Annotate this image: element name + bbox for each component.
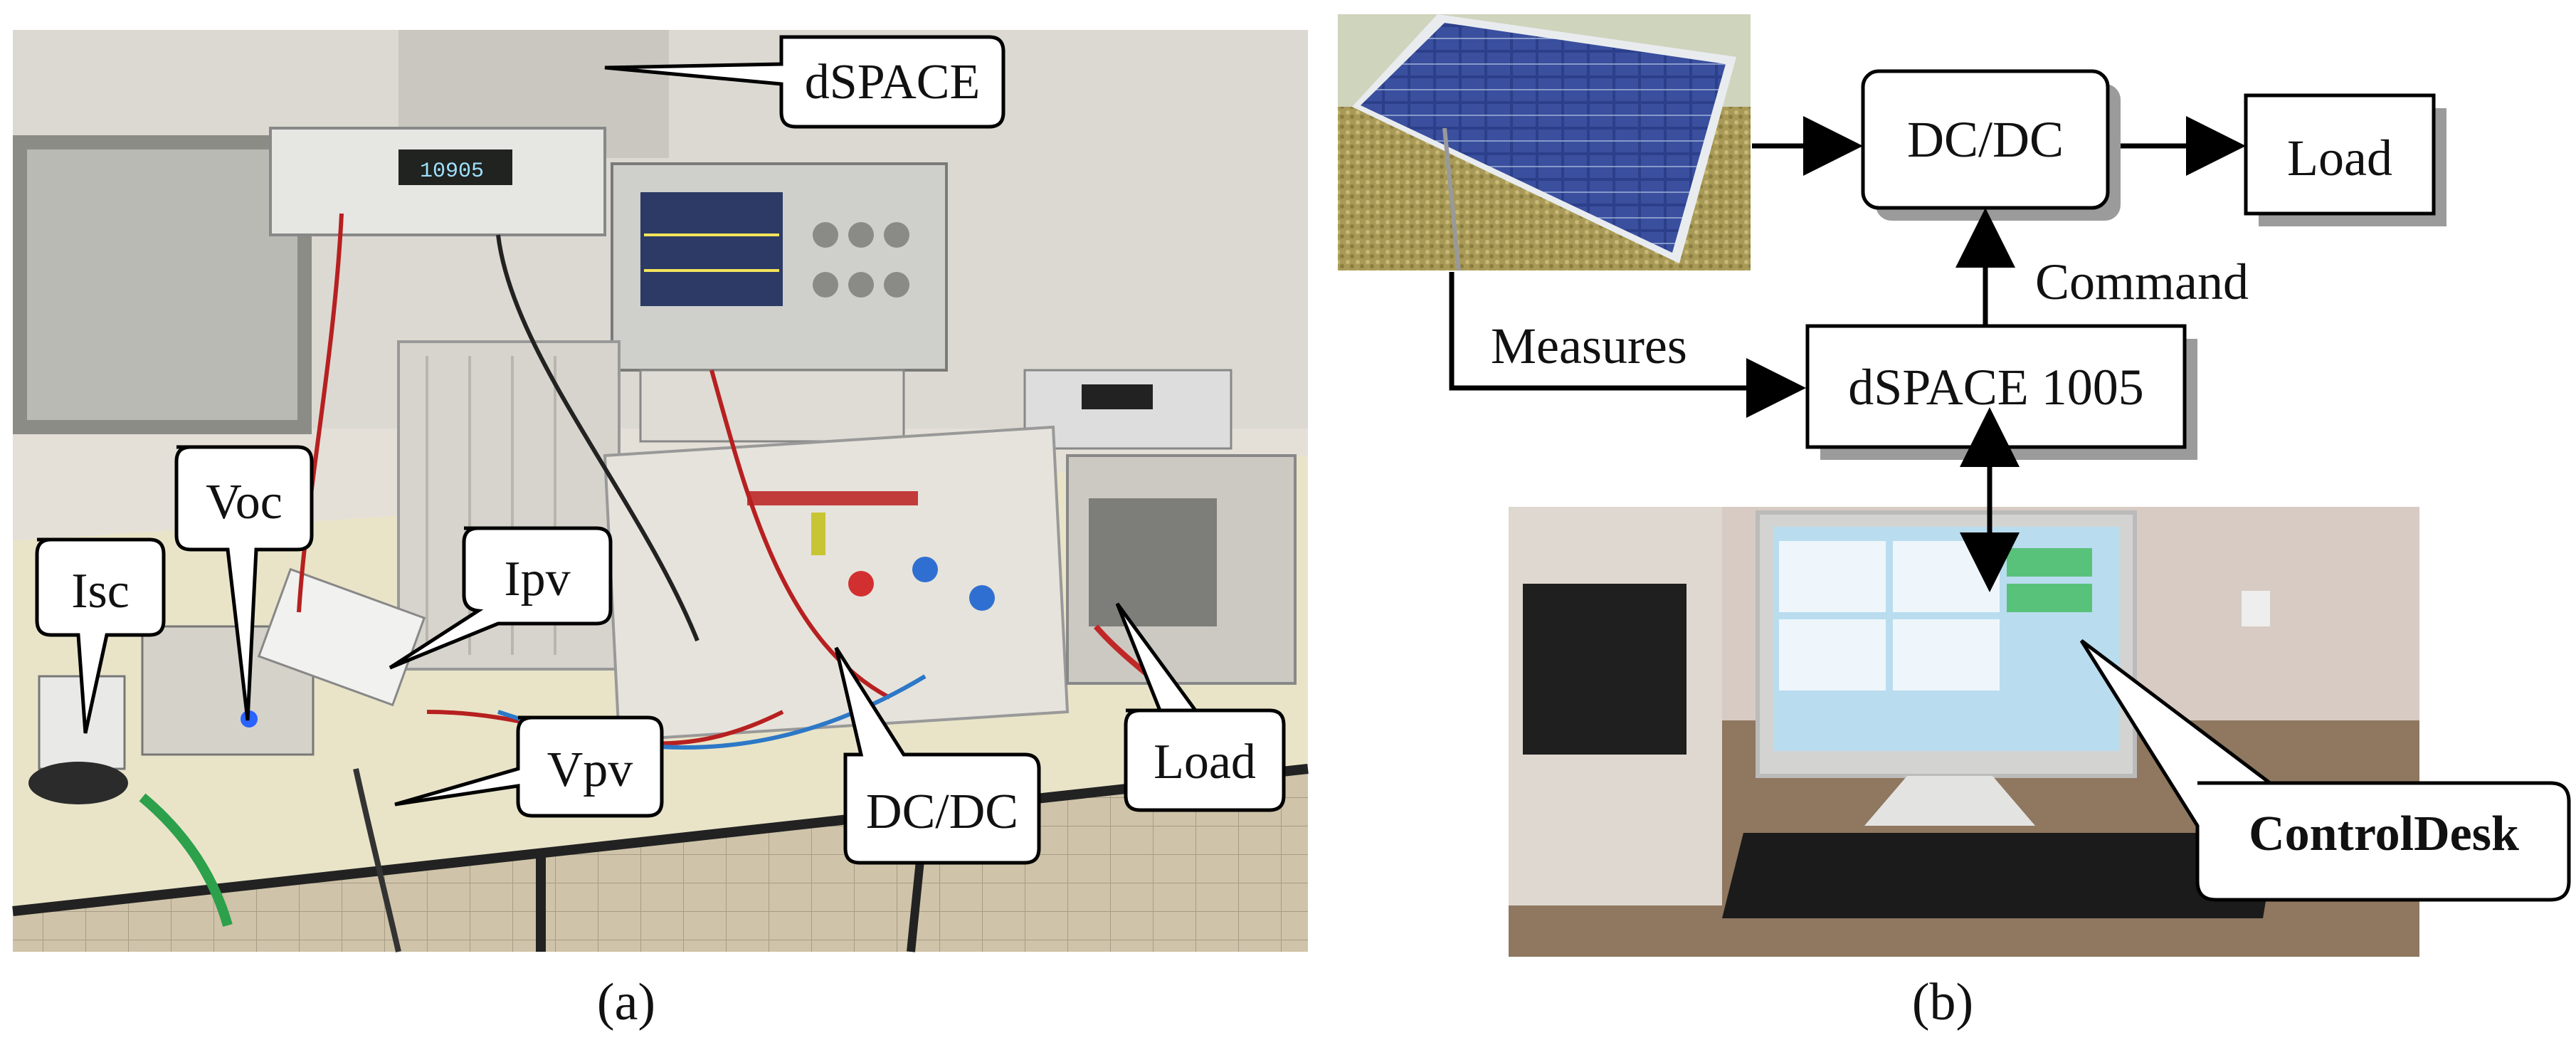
callout-controldesk: ControlDesk xyxy=(2079,639,2571,902)
callout-dspace: dSPACE xyxy=(604,35,1005,129)
photo-controldesk-pc xyxy=(1509,507,2419,957)
callout-label-voc: Voc xyxy=(206,475,283,530)
callout-vpv: Vpv xyxy=(394,715,664,818)
label-measures: Measures xyxy=(1491,317,1687,374)
callout-load-a: Load xyxy=(1115,602,1286,812)
callout-ipv: Ipv xyxy=(389,526,613,670)
callout-label-load: Load xyxy=(1154,735,1256,789)
svg-text:10905: 10905 xyxy=(420,159,484,184)
caption-a: (a) xyxy=(597,973,655,1031)
callout-label-vpv: Vpv xyxy=(547,742,633,797)
block-dspace-1005: dSPACE 1005 xyxy=(1805,324,2197,460)
caption-b: (b) xyxy=(1912,973,1973,1031)
block-dspace-label: dSPACE 1005 xyxy=(1848,359,2143,416)
callout-label-dcdc: DC/DC xyxy=(866,784,1018,839)
photo-solar-panel xyxy=(1338,14,1751,271)
callout-voc: Voc xyxy=(174,445,314,721)
label-command: Command xyxy=(2035,253,2249,310)
callout-label-dspace: dSPACE xyxy=(805,55,980,110)
arrow-measures xyxy=(1449,272,1806,418)
callout-isc: Isc xyxy=(35,537,166,734)
photo-test-bench: 10905 xyxy=(12,30,1309,952)
block-load-label: Load xyxy=(2287,130,2392,187)
callout-label-isc: Isc xyxy=(71,564,130,619)
callout-dcdc-a: DC/DC xyxy=(834,646,1041,865)
block-load: Load xyxy=(2244,93,2446,226)
callout-label-ipv: Ipv xyxy=(504,552,570,606)
callout-label-controldesk: ControlDesk xyxy=(2249,807,2519,861)
block-dcdc-label: DC/DC xyxy=(1907,111,2064,168)
block-dcdc: DC/DC xyxy=(1861,69,2121,221)
